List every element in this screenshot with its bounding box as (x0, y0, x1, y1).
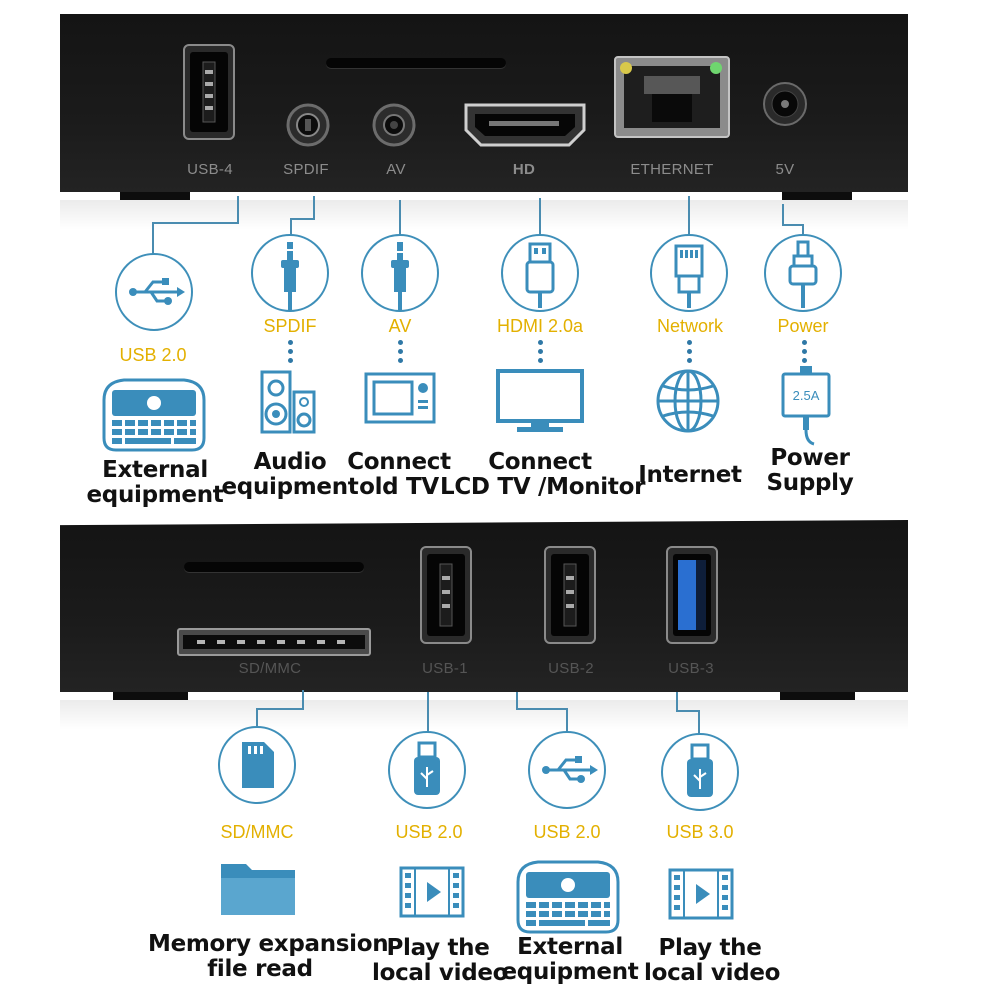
speakers-icon (260, 370, 316, 434)
power-adapter-icon: 2.5A (781, 366, 831, 446)
connector-label-network: Network (656, 316, 723, 336)
usb-port-3 (666, 546, 718, 644)
ethernet-plug-icon (650, 234, 728, 312)
sd-slot (177, 628, 371, 656)
folder-icon (221, 864, 295, 915)
usb-icon (528, 731, 606, 809)
hdmi-port (464, 103, 586, 147)
usb-drive-icon (661, 733, 739, 811)
globe-icon (656, 369, 720, 433)
power-plug-icon (764, 234, 842, 312)
device-foot (113, 692, 188, 700)
desc-play-local-video: Play the local video (372, 935, 509, 986)
desc-connect-old-tv: Connect old TV (347, 449, 451, 500)
port-label-5v: 5V (775, 161, 795, 178)
device-foot (782, 192, 852, 200)
monitor-icon (496, 369, 584, 432)
adapter-rating: 2.5A (793, 388, 820, 403)
device-back-panel: USB-4 SPDIF AV HD ETHERNET 5V (60, 14, 908, 192)
port-label-av: AV (386, 161, 406, 178)
old-tv-icon (364, 372, 436, 424)
panel-reflection (60, 200, 908, 230)
spdif-port (286, 103, 330, 147)
hdmi-plug-icon (501, 234, 579, 312)
card-slot (326, 58, 506, 68)
device-foot (120, 192, 190, 200)
connector-label-spdif: SPDIF (263, 316, 317, 336)
top-slot (184, 562, 364, 572)
connector-label-usb2-b: USB 2.0 (533, 822, 601, 842)
desc-memory-expansion: Memory expansion file read (148, 931, 389, 982)
device-foot (780, 692, 855, 700)
port-label-usb1: USB-1 (422, 660, 468, 677)
port-label-sdmmc: SD/MMC (238, 660, 302, 677)
keyboard-icon (102, 378, 206, 452)
usb-drive-icon (388, 731, 466, 809)
connector-label-usb3: USB 3.0 (666, 822, 734, 842)
video-film-icon (668, 868, 734, 920)
connector-label-usb2-a: USB 2.0 (395, 822, 463, 842)
port-label-spdif: SPDIF (283, 161, 329, 178)
desc-connect-lcd-tv: Connect LCD TV /Monitor (440, 449, 646, 500)
connector-label-usb: USB 2.0 (119, 345, 187, 365)
connector-label-power: Power (777, 316, 829, 336)
port-label-usb2: USB-2 (548, 660, 594, 677)
usb-icon (115, 253, 193, 331)
port-label-usb3: USB-3 (668, 660, 714, 677)
usb-port-4 (183, 44, 235, 140)
sd-card-icon (218, 726, 296, 804)
connector-label-sdmmc: SD/MMC (220, 822, 294, 842)
ethernet-port (614, 56, 730, 138)
usb-port-1 (420, 546, 472, 644)
usb-port-2 (544, 546, 596, 644)
panel-reflection (60, 700, 908, 730)
desc-external-equipment-2: External equipment (501, 934, 639, 985)
device-front-panel: SD/MMC USB-1 USB-2 USB-3 (60, 520, 908, 692)
audio-plug-icon (361, 234, 439, 312)
port-label-hd: HD (512, 161, 536, 178)
port-label-usb4: USB-4 (187, 161, 233, 178)
desc-external-equipment: External equipment (86, 457, 224, 508)
connector-label-av: AV (388, 316, 412, 336)
desc-internet: Internet (638, 462, 742, 488)
desc-power-supply: Power Supply (766, 445, 854, 496)
connector-label-hdmi: HDMI 2.0a (496, 316, 584, 336)
desc-audio-equipment: Audio equipment (221, 449, 359, 500)
video-film-icon (399, 866, 465, 918)
keyboard-icon (516, 860, 620, 934)
port-label-ethernet: ETHERNET (630, 161, 714, 178)
power-port (763, 82, 807, 126)
av-port (372, 103, 416, 147)
audio-plug-icon (251, 234, 329, 312)
desc-play-local-video-2: Play the local video (644, 935, 781, 986)
